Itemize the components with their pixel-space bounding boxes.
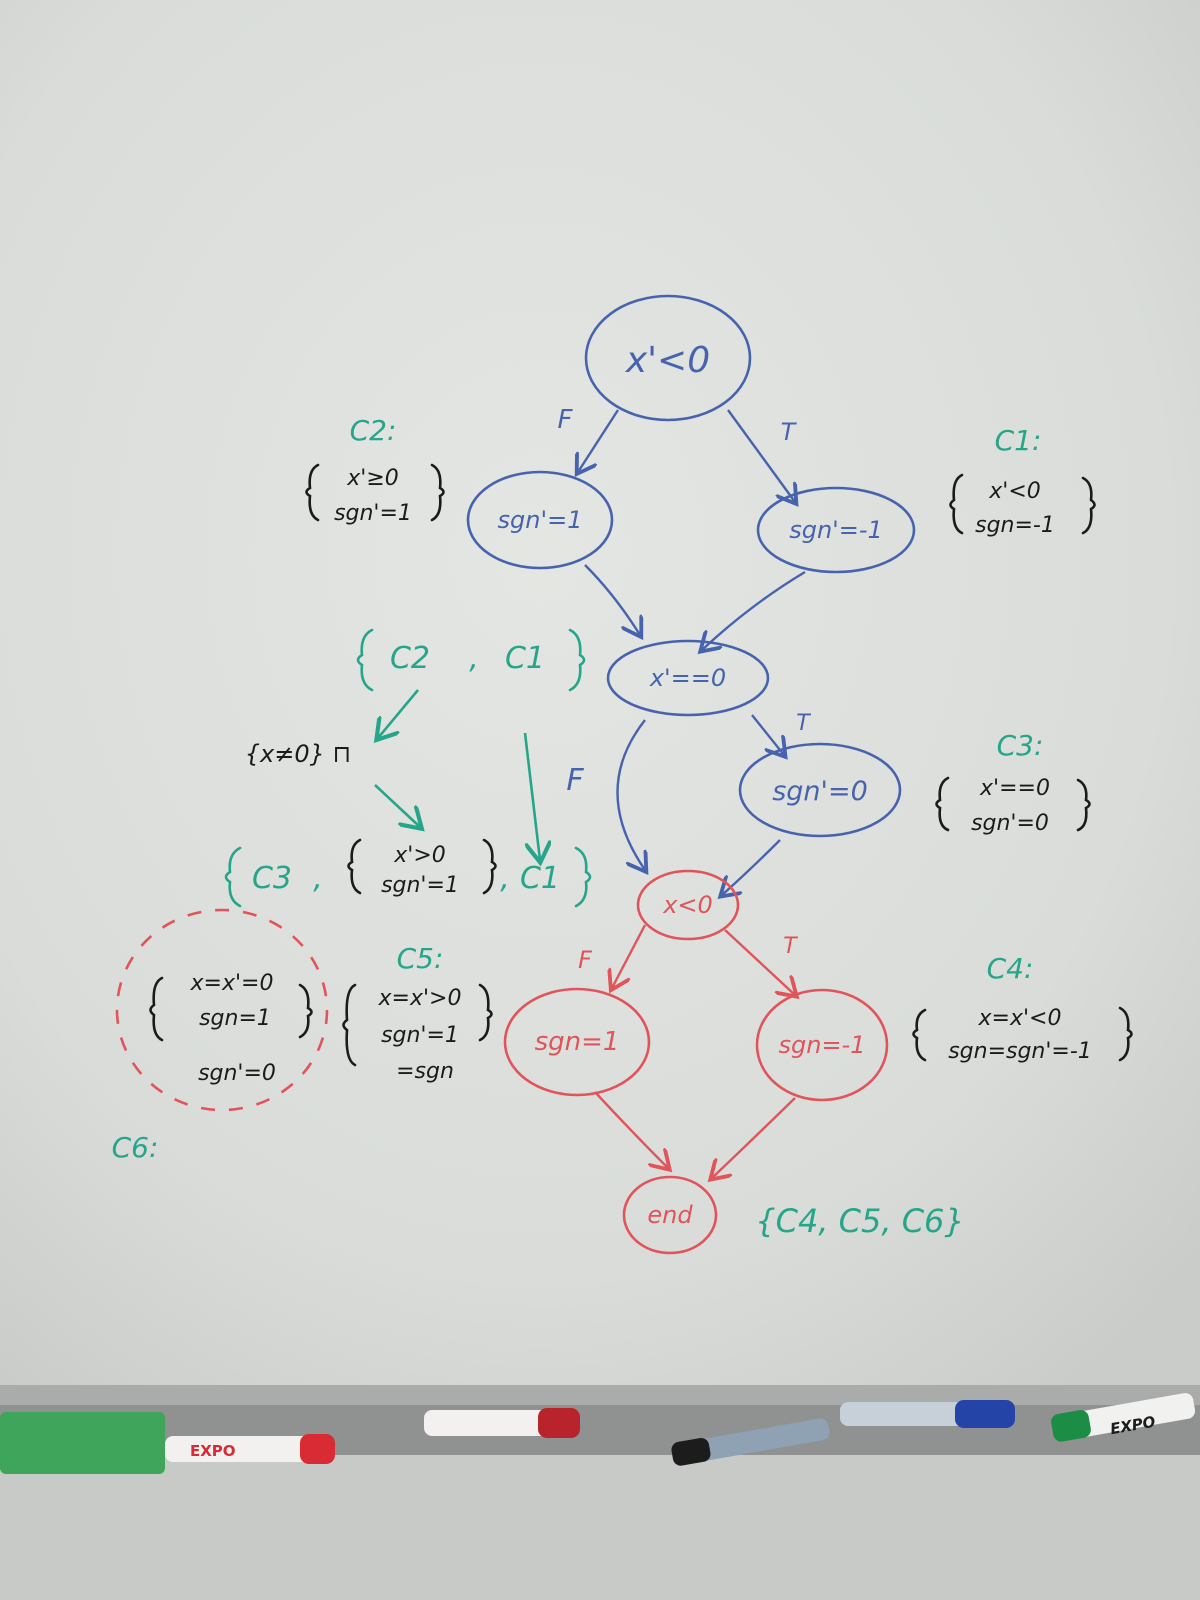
sgn-zero-label: sgn'=0 xyxy=(772,776,868,807)
set2-right-brace xyxy=(574,846,592,908)
set2-inner-right-brace xyxy=(482,838,497,895)
node-sgn-pos xyxy=(466,470,614,570)
tray-lip xyxy=(0,1385,1200,1405)
final-set: {C4, C5, C6} xyxy=(755,1202,965,1240)
c3-left-brace xyxy=(935,776,950,832)
set1-comma: , xyxy=(469,641,479,676)
c6-left-brace xyxy=(149,976,164,1042)
c3-name: C3: xyxy=(997,729,1044,762)
blue-marker xyxy=(840,1400,1015,1428)
c6-line1: x=x'=0 xyxy=(190,971,274,996)
set2-inner-left-brace xyxy=(347,838,362,895)
c4-line2: sgn=sgn'=-1 xyxy=(948,1039,1092,1064)
sgnx-neg-label: sgn=-1 xyxy=(779,1031,866,1059)
edge-eq-f-label: F xyxy=(566,763,584,798)
node-sgn-zero xyxy=(738,742,902,838)
edge-x-t xyxy=(724,929,795,995)
edge-root-t-label: T xyxy=(781,418,798,446)
green-arrow-c1-down xyxy=(523,732,540,860)
c1-line2: sgn=-1 xyxy=(975,513,1055,538)
edge-eq-f xyxy=(616,719,646,870)
edge-x-f-label: F xyxy=(578,946,593,974)
c2-line2: sgn'=1 xyxy=(334,501,412,526)
node-end xyxy=(622,1175,718,1255)
c1-right-brace xyxy=(1081,476,1096,535)
c6-name: C6: xyxy=(112,1131,159,1164)
eq-zero-label: x'==0 xyxy=(649,664,726,692)
root-label: x'<0 xyxy=(625,340,710,381)
edge-root-t xyxy=(727,409,795,502)
sgnx-pos-label: sgn=1 xyxy=(535,1027,620,1057)
set2-a: C3 xyxy=(252,861,292,896)
c6-right-brace xyxy=(298,983,313,1039)
meet-label: {x≠0} ⊓ xyxy=(245,740,351,768)
c5-left-brace xyxy=(342,983,357,1067)
edge-root-f xyxy=(578,409,620,472)
c2-right-brace xyxy=(430,463,445,522)
c4-left-brace xyxy=(912,1008,927,1062)
c3-line1: x'==0 xyxy=(979,776,1050,801)
c5-line3: =sgn xyxy=(396,1059,454,1084)
board-surface xyxy=(0,0,1200,1385)
eraser xyxy=(0,1412,165,1474)
edge-root-f-label: F xyxy=(558,405,574,435)
wall-below xyxy=(0,1455,1200,1600)
x-lt-label: x<0 xyxy=(662,891,713,919)
edge-sgnzero-x xyxy=(722,839,781,895)
set2-b-line1: x'>0 xyxy=(393,843,446,868)
node-sgnx-neg xyxy=(755,988,889,1102)
node-eq-zero xyxy=(606,639,770,717)
edge-eq-t xyxy=(751,714,784,755)
set2-comma2: , xyxy=(500,861,510,896)
red-marker-middle xyxy=(424,1408,580,1438)
red-marker-left: EXPO xyxy=(165,1434,335,1464)
c1-name: C1: xyxy=(995,424,1042,457)
set2-comma1: , xyxy=(313,861,323,896)
edge-x-t-label: T xyxy=(783,934,798,959)
c3-line2: sgn'=0 xyxy=(971,811,1049,836)
node-x-lt xyxy=(636,869,740,941)
c4-name: C4: xyxy=(987,952,1034,985)
set1-right-brace xyxy=(568,628,586,692)
green-arrow-meet xyxy=(378,689,419,738)
end-label: end xyxy=(647,1201,693,1229)
edge-sgnxneg-end xyxy=(712,1097,796,1178)
c5-right-brace xyxy=(478,983,493,1042)
c4-right-brace xyxy=(1118,1006,1133,1062)
c2-name: C2: xyxy=(350,414,397,447)
edge-eq-t-label: T xyxy=(796,711,811,736)
node-sgnx-pos xyxy=(503,987,651,1097)
set1-a: C2 xyxy=(390,641,430,676)
c5-line1: x=x'>0 xyxy=(378,986,462,1011)
edge-sgnneg-eq xyxy=(702,570,806,650)
black-marker xyxy=(671,1418,830,1466)
edge-x-f xyxy=(612,924,647,988)
node-sgn-neg xyxy=(756,486,916,574)
c6-dashed-circle xyxy=(115,908,329,1112)
set1-b: C1 xyxy=(505,641,545,676)
c2-left-brace xyxy=(305,463,320,522)
edge-sgnpos-eq xyxy=(584,564,640,635)
c3-right-brace xyxy=(1076,778,1091,832)
c6-line2: sgn=1 xyxy=(199,1006,271,1031)
set2-b-line2: sgn'=1 xyxy=(381,873,459,898)
c6-line3: sgn'=0 xyxy=(198,1061,276,1086)
c1-left-brace xyxy=(949,473,964,535)
c2-line1: x'≥0 xyxy=(346,466,399,491)
node-root xyxy=(584,294,752,422)
green-arrow-result xyxy=(374,784,420,827)
set2-left-brace xyxy=(224,846,242,908)
c1-line1: x'<0 xyxy=(988,479,1041,504)
set1-left-brace xyxy=(356,628,374,692)
c5-line2: sgn'=1 xyxy=(381,1023,459,1048)
c5-name: C5: xyxy=(397,942,444,975)
c4-line1: x=x'<0 xyxy=(978,1006,1062,1031)
red-marker-brand: EXPO xyxy=(190,1442,236,1460)
sgn-neg-label: sgn'=-1 xyxy=(789,516,883,544)
edge-sgnxpos-end xyxy=(594,1091,668,1168)
sgn-pos-label: sgn'=1 xyxy=(498,506,583,534)
set2-c: C1 xyxy=(520,861,560,896)
